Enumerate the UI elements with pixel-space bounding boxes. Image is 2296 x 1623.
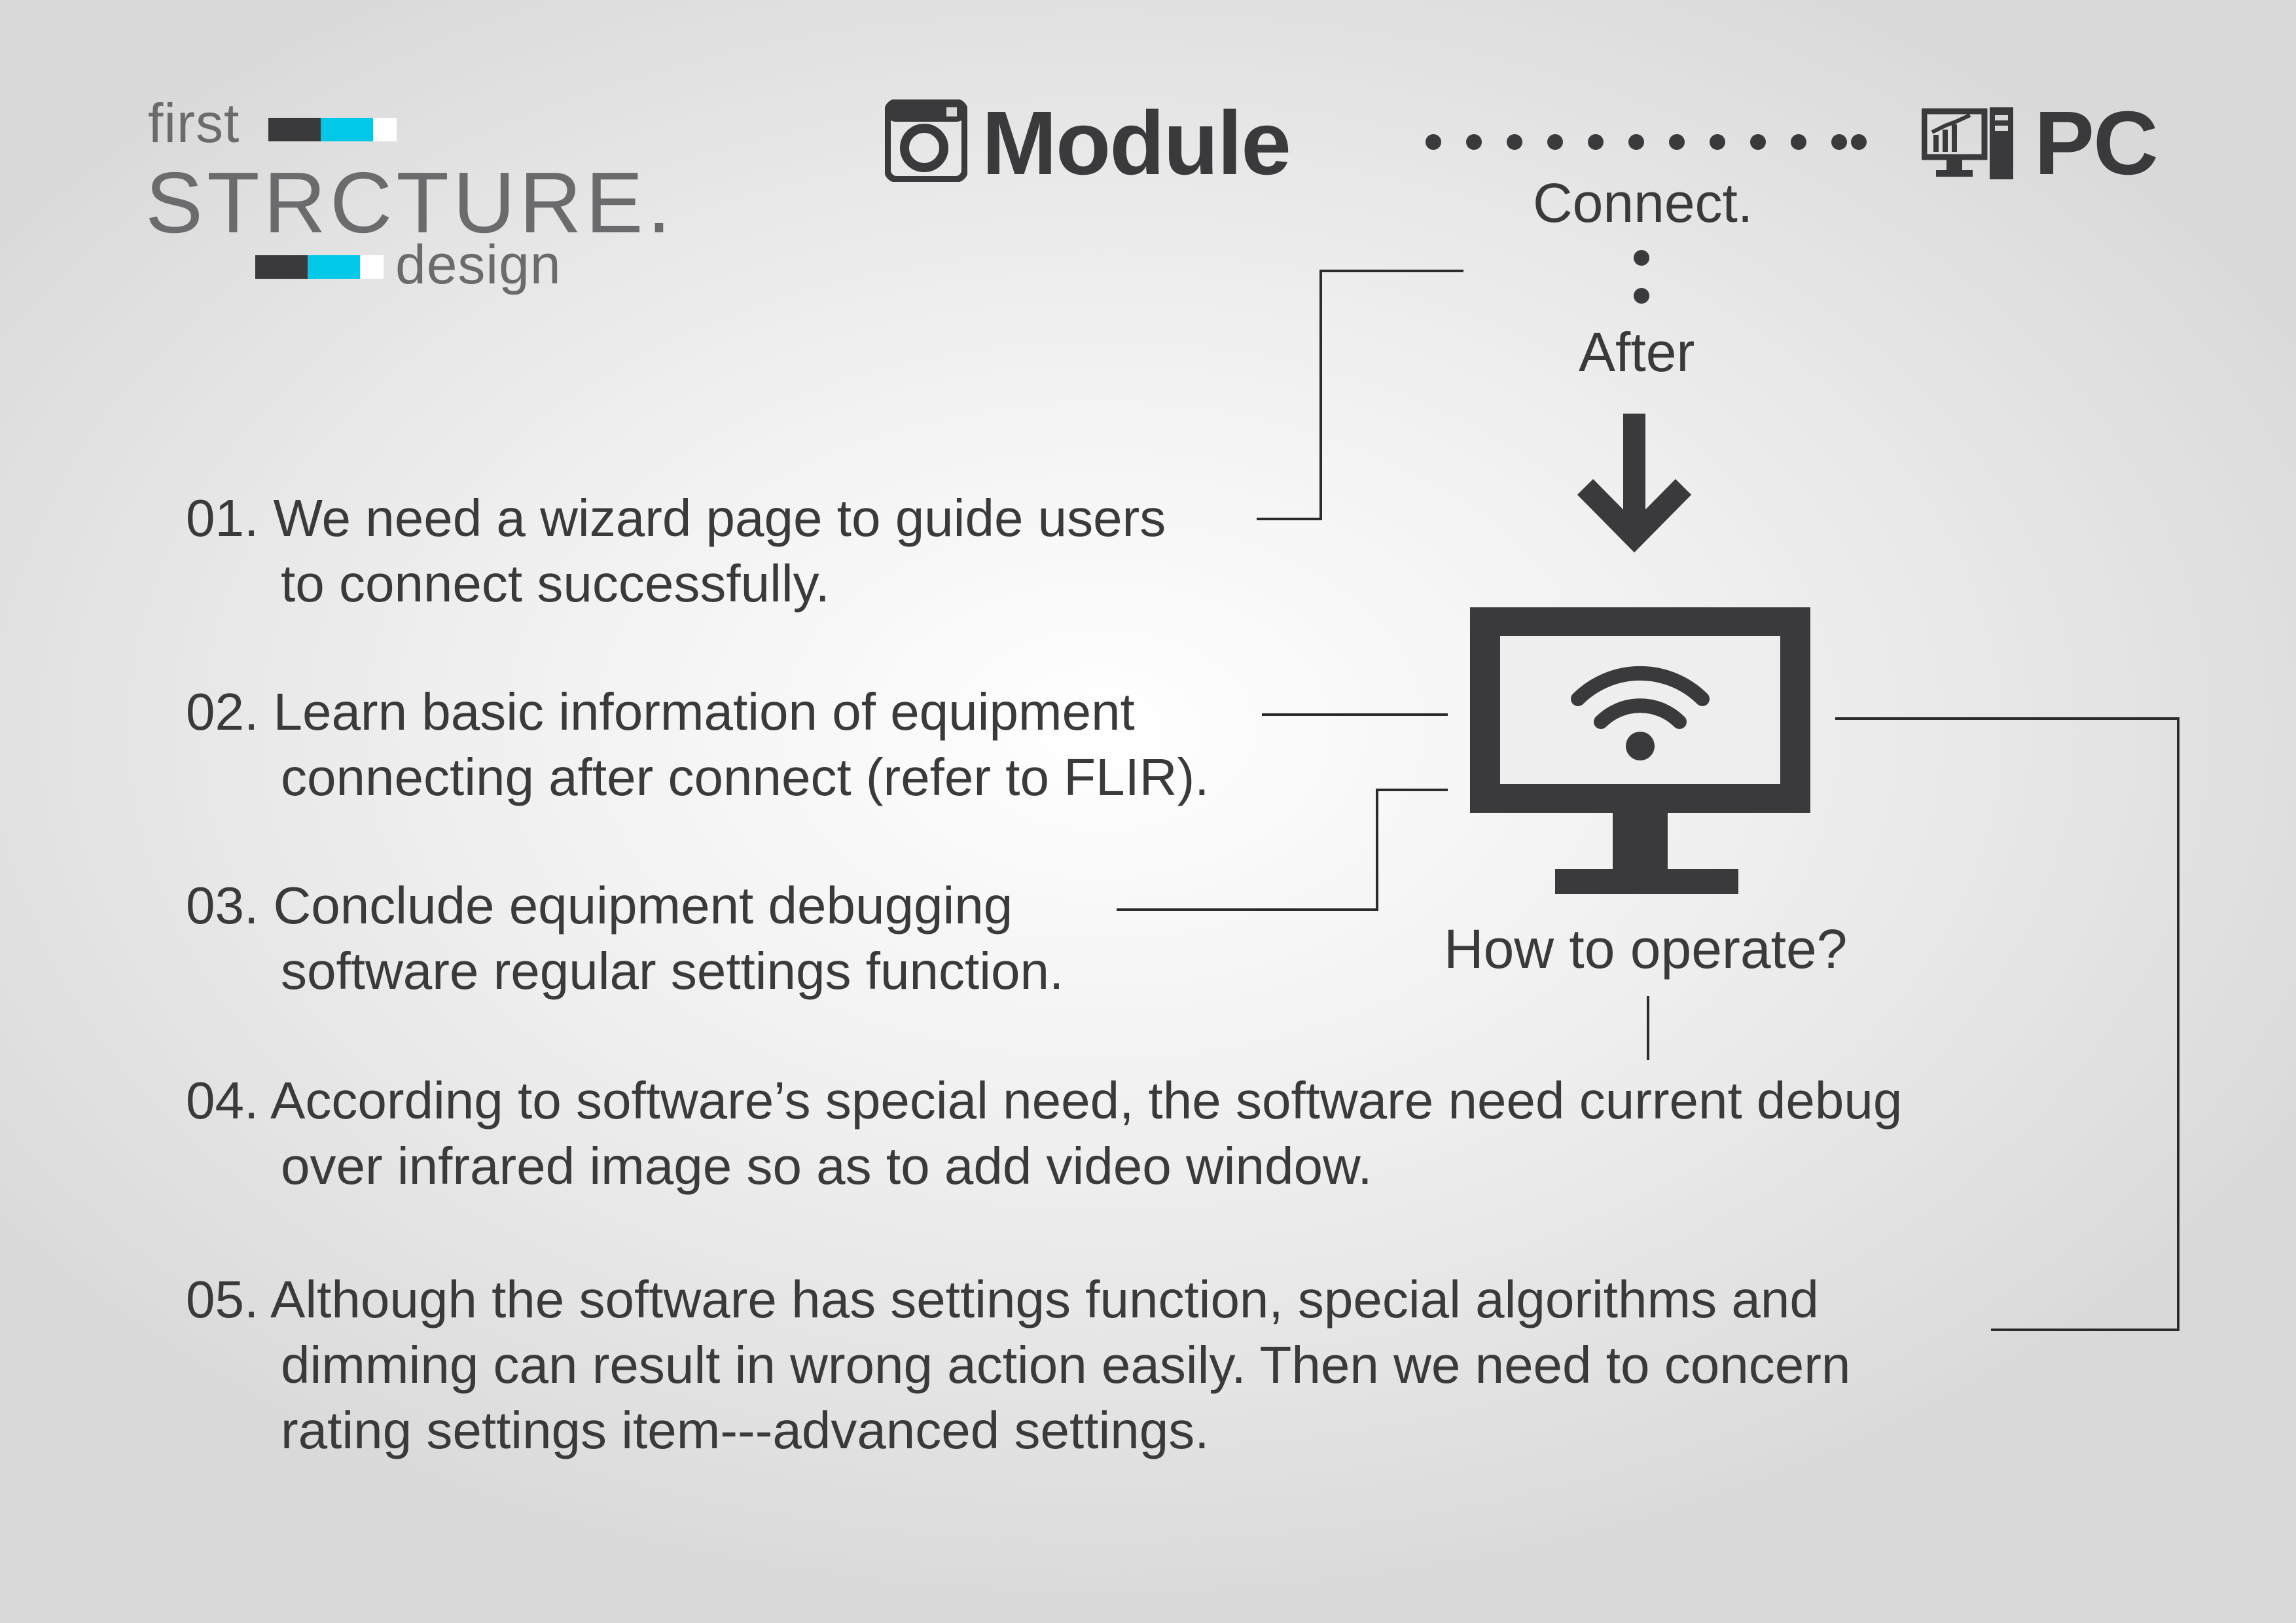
item-text-line: connecting after connect (refer to FLIR)… [281,748,1210,806]
item-number: 05. [186,1270,259,1329]
item-number: 02. [186,683,259,741]
how-to-operate-label: How to operate? [1444,918,1848,980]
logo-bar-dark-2 [255,255,308,279]
pc-label: PC [2034,93,2159,194]
item-text-line: Learn basic information of equipment [273,683,1135,741]
item-text-line: over infrared image so as to add video w… [281,1137,1372,1195]
connector-item-01 [1257,270,1463,520]
item-text-line: dimming can result in wrong action easil… [281,1336,1851,1394]
item-text-line: to connect successfully. [281,554,830,613]
logo-top-text: first [148,92,240,154]
logo-bar-cyan-2 [308,255,360,279]
item-text-line: Although the software has settings funct… [270,1270,1819,1329]
item-text-line: Conclude equipment debugging [273,876,1013,935]
list-item-02: 02. Learn basic information of equipment… [186,679,1209,810]
computer-chart-icon [1921,106,2017,182]
item-text-line: software regular settings function. [281,942,1064,1000]
item-number: 01. [186,489,259,547]
connect-label: Connect. [1533,172,1753,234]
list-item-03: 03. Conclude equipment debugging softwar… [186,873,1064,1004]
module-label: Module [982,93,1291,194]
item-number: 04. [186,1071,259,1130]
item-text-line: According to software’s special need, th… [270,1071,1903,1130]
logo-bar-white-1 [373,118,397,141]
list-item-01: 01. We need a wizard page to guide users… [186,486,1166,616]
dotted-connection [1426,134,1867,150]
logo-bar-dark-1 [268,118,321,141]
wifi-monitor-icon [1470,607,1810,895]
after-label: After [1579,321,1695,383]
item-text-line: We need a wizard page to guide users [273,489,1166,547]
vertical-dots [1634,250,1649,304]
camera-icon [884,99,968,183]
connector-item-05 [1835,717,2179,1331]
connector-item-03 [1117,789,1448,911]
logo-main-text: STRCTURE. [145,154,675,251]
list-item-04: 04. According to software’s special need… [186,1068,1902,1199]
logo-bottom-text: design [395,234,562,295]
item-text-line: rating settings item---advanced settings… [281,1401,1210,1459]
item-number: 03. [186,876,259,935]
logo-bar-white-2 [360,255,384,279]
arrow-down-icon [1573,412,1698,563]
logo-bar-cyan-1 [321,118,373,141]
list-item-05: 05. Although the software has settings f… [186,1267,1850,1463]
